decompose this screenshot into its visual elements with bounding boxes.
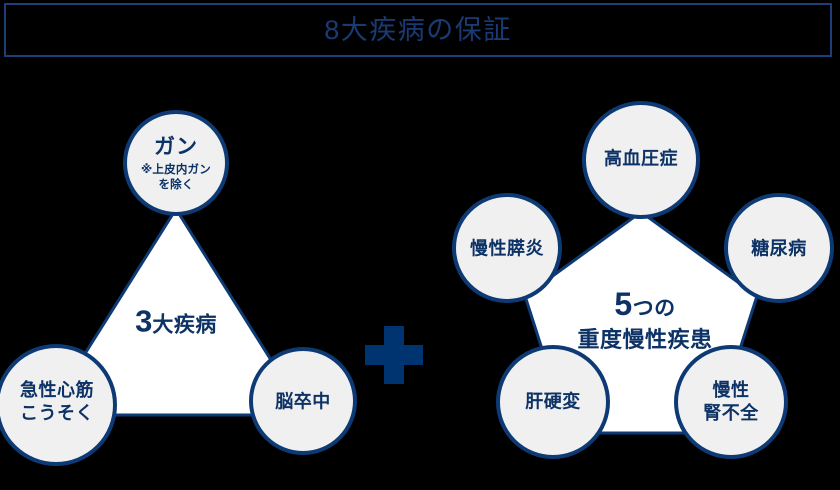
- node-circle-stroke[interactable]: [249, 347, 357, 455]
- node-circle-acute-myocardial-infarction[interactable]: [0, 344, 117, 466]
- left-triangle-group: [0, 110, 357, 466]
- node-circle-chronic-pancreatitis[interactable]: [452, 193, 562, 303]
- node-circle-hypertension[interactable]: [582, 101, 700, 219]
- diagram-svg: [0, 101, 834, 466]
- node-circle-liver-cirrhosis[interactable]: [496, 345, 610, 459]
- right-pentagon-group: [452, 101, 834, 459]
- node-circle-diabetes[interactable]: [724, 193, 834, 303]
- header-banner: 8大疾病の保証: [4, 3, 832, 57]
- node-circle-gan[interactable]: [123, 110, 229, 216]
- diagram-stage: ガン ※上皮内ガン を除く 3大疾病 急性心筋 こうそく 脳卒中 高血圧症 慢性…: [0, 57, 840, 490]
- plus-sign-icon: [365, 326, 423, 384]
- plus-glyph: [365, 326, 423, 384]
- node-circle-chronic-renal-failure[interactable]: [674, 345, 788, 459]
- page-title: 8大疾病の保証: [324, 14, 512, 45]
